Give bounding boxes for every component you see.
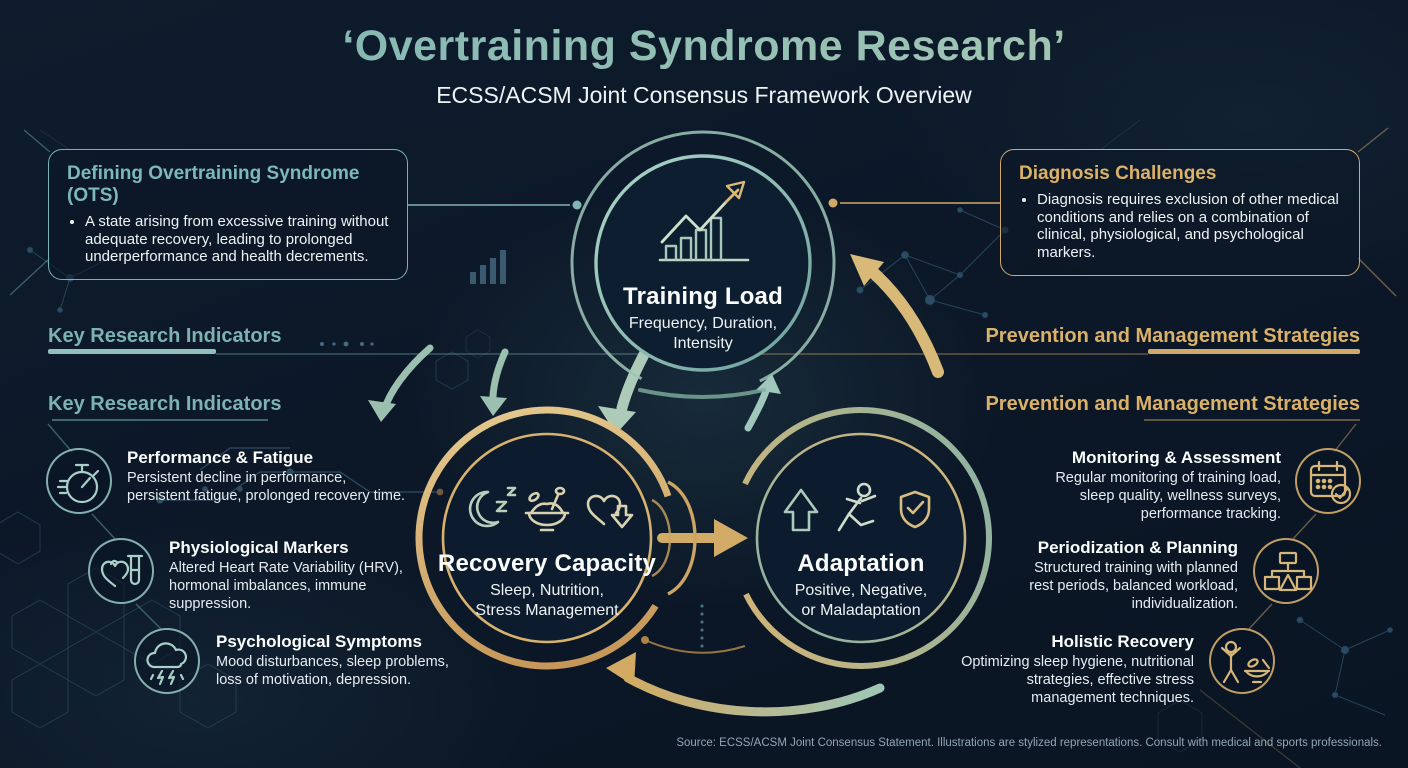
gold-flourish-line [644, 639, 746, 654]
adaptation-node-text: Adaptation Positive, Negative, or Malada… [741, 550, 981, 620]
sleep-nutrition-stress-icons [468, 486, 634, 532]
source-note: Source: ECSS/ACSM Joint Consensus Statem… [676, 737, 1382, 749]
holistic-recovery-item: Holistic Recovery Optimizing sleep hygie… [874, 632, 1194, 708]
stopwatch-icon [56, 463, 100, 504]
arrow-adaptation-to-recovery [623, 673, 885, 717]
teal-underline-bar [48, 349, 216, 354]
circuit-traces [156, 447, 444, 504]
item-title: Psychological Symptoms [216, 632, 422, 651]
arrow-outer-left [380, 344, 434, 414]
recovery-sublabel: Sleep, Nutrition, Stress Management [475, 582, 619, 619]
node-rings [415, 130, 992, 670]
item-title: Physiological Markers [169, 538, 349, 557]
gold-flourish-dot [641, 636, 649, 644]
nutrition-bowl-icon [524, 486, 570, 532]
improvement-arrow-icon [783, 488, 819, 532]
recovery-outer-ring [415, 406, 679, 670]
item-body: Persistent decline in performance, persi… [127, 470, 406, 504]
recovery-horn-inner [651, 498, 672, 578]
prevention-strategies-heading: Prevention and Management Strategies [985, 325, 1360, 347]
gold-underline-bar [1148, 349, 1360, 354]
performance-fatigue-badge [46, 448, 112, 514]
arrow-adaptation-to-training [862, 262, 944, 378]
recovery-horn-outer [667, 480, 697, 596]
diagnosis-challenges-title: Diagnosis Challenges [1019, 163, 1217, 184]
gold-underline-thin [1144, 419, 1360, 421]
key-research-indicators-heading: Key Research Indicators [48, 325, 282, 347]
item-body: Optimizing sleep hygiene, nutritional st… [961, 654, 1194, 706]
corner-tick-lines [9, 127, 1397, 768]
shield-check-icon [899, 490, 931, 529]
key-research-indicators-heading-2: Key Research Indicators [48, 393, 282, 415]
psychological-symptoms-badge [134, 628, 200, 694]
recovery-label: Recovery Capacity [437, 550, 657, 577]
recovery-circle [441, 432, 653, 644]
page-subtitle: ECSS/ACSM Joint Consensus Framework Over… [436, 82, 972, 108]
teal-underline-thin [52, 419, 268, 421]
item-body: Altered Heart Rate Variability (HRV), ho… [169, 560, 403, 612]
hexagon-pattern [0, 329, 1203, 753]
item-title: Holistic Recovery [1051, 632, 1194, 651]
monitoring-assessment-badge [1295, 448, 1361, 514]
psychological-symptoms-item: Psychological Symptoms Mood disturbances… [216, 632, 546, 690]
periodization-planning-item: Periodization & Planning Structured trai… [918, 538, 1238, 614]
page-title: ‘Overtraining Syndrome Research’ [0, 22, 1408, 71]
item-title: Monitoring & Assessment [1071, 448, 1281, 467]
calendar-check-icon [1309, 460, 1352, 505]
adaptation-sublabel: Positive, Negative, or Maladaptation [794, 582, 928, 619]
adaptation-outer-ring [729, 407, 992, 669]
wellness-bowl-icon [1220, 640, 1271, 684]
mini-bar-chart [470, 250, 506, 284]
training-load-circle [594, 154, 812, 372]
stress-heart-down-icon [586, 494, 634, 529]
defining-ots-bullet: A state arising from excessive training … [85, 213, 389, 266]
diagnosis-challenges-bullet: Diagnosis requires exclusion of other me… [1037, 191, 1341, 262]
defining-ots-callout: Defining Overtraining Syndrome (OTS) A s… [48, 149, 408, 281]
diagnosis-challenges-callout: Diagnosis Challenges Diagnosis requires … [1000, 149, 1360, 276]
monitoring-assessment-item: Monitoring & Assessment Regular monitori… [961, 448, 1281, 524]
runner-icon [837, 482, 877, 532]
dotted-guides [320, 341, 704, 648]
performance-fatigue-item: Performance & Fatigue Persistent decline… [127, 448, 457, 506]
storm-cloud-icon [146, 642, 188, 686]
moon-sleep-icon [468, 486, 517, 528]
item-title: Periodization & Planning [1037, 538, 1238, 557]
prevention-strategies-heading-2: Prevention and Management Strategies [985, 393, 1360, 415]
defining-ots-title: Defining Overtraining Syndrome (OTS) [67, 163, 360, 206]
training-load-sublabel: Frequency, Duration, Intensity [628, 315, 778, 352]
physiological-markers-badge [88, 538, 154, 604]
heart-testtube-icon [100, 554, 144, 588]
item-title: Performance & Fatigue [127, 448, 314, 467]
training-load-label: Training Load [623, 283, 783, 310]
arrow-runner-shield-icons [783, 482, 931, 532]
item-body: Mood disturbances, sleep problems, loss … [216, 654, 449, 688]
item-body: Structured training with planned rest pe… [1029, 560, 1238, 612]
recovery-node-text: Recovery Capacity Sleep, Nutrition, Stre… [427, 550, 667, 620]
adaptation-label: Adaptation [797, 550, 925, 577]
callout-connectors [408, 198, 1000, 210]
growth-chart-icon [658, 180, 750, 262]
holistic-recovery-badge [1209, 628, 1275, 694]
periodization-planning-badge [1253, 538, 1319, 604]
item-body: Regular monitoring of training load, sle… [1055, 470, 1281, 522]
physiological-markers-item: Physiological Markers Altered Heart Rate… [169, 538, 489, 614]
structure-plan-icon [1263, 551, 1313, 592]
training-load-outer-ring [570, 130, 836, 396]
training-load-node-text: Training Load Frequency, Duration, Inten… [593, 283, 813, 353]
adaptation-circle [755, 432, 967, 644]
